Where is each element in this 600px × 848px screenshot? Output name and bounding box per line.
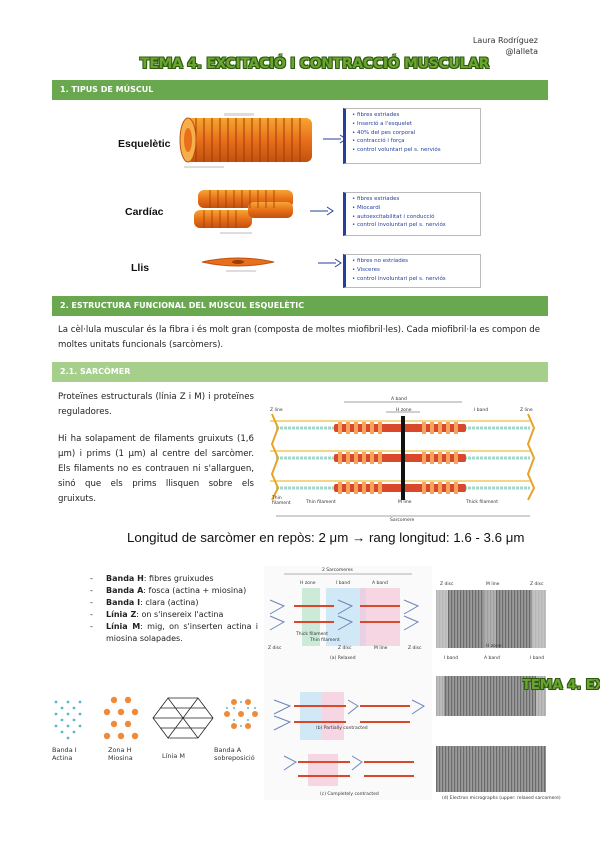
em-caption: (d) Electron micrographs (upper: relaxed… <box>442 796 561 801</box>
author-name: Laura Rodríguez <box>472 36 538 45</box>
sarcomere-length-banner: Longitud de sarcòmer en repòs: 2 μm → ra… <box>127 530 525 545</box>
list-item: Banda A: fosca (actina + miosina) <box>88 585 258 597</box>
band-term: Línia Z <box>106 610 137 619</box>
band-term: Banda A <box>106 586 144 595</box>
feature-item: contracció i força <box>352 137 476 146</box>
label-relaxed: (a) Relaxed <box>330 656 356 661</box>
band-desc: : on s'insereix l'actina <box>136 610 224 619</box>
band-desc: : mig, on s'inserten actina i miosina so… <box>106 622 258 643</box>
label-thin-filament-1: Thin filament <box>272 496 291 506</box>
label-thick-filament-2: Thick filament <box>296 632 328 637</box>
label-thin-filament-2: Thin filament <box>306 500 336 505</box>
cross-label-line: Actina <box>52 754 73 762</box>
em-label-m-line: M line <box>486 582 500 587</box>
cross-label-line: sobreposició <box>214 754 255 762</box>
arrow-icon <box>310 206 334 216</box>
section-2-header: 2. ESTRUCTURA FUNCIONAL DEL MÚSCUL ESQUE… <box>52 296 548 316</box>
feature-item: fibres estriades <box>352 111 476 120</box>
sarcomere-contraction-diagram <box>264 566 432 800</box>
label-a-band-2: A band <box>372 581 388 586</box>
em-label-a-band: A band <box>484 656 500 661</box>
feature-item: autoexcitabilitat i conducció <box>352 213 476 222</box>
feature-item: Miocardi <box>352 204 476 213</box>
list-item: Banda H: fibres gruixudes <box>88 573 258 585</box>
feature-item: Inserció a l'esquelet <box>352 120 476 129</box>
cross-label-line: Zona H <box>108 746 132 754</box>
section-2-1-header: 2.1. SARCÒMER <box>52 362 548 382</box>
label-z-disc-2: Z disc <box>338 646 352 651</box>
label-a-band: A band <box>391 397 407 402</box>
list-item: Línia M: mig, on s'inserten actina i mio… <box>88 621 258 645</box>
smooth-features-box: fibres no estriades Visceres control inv… <box>343 254 481 288</box>
micrograph-partial <box>436 676 546 716</box>
feature-item: Visceres <box>352 266 476 275</box>
sarcomere-paragraph-2: Hi ha solapament de filaments gruixuts (… <box>58 434 254 504</box>
muscle-label-skeletal: Esquelètic <box>118 138 171 150</box>
list-item: Banda I: clara (actina) <box>88 597 258 609</box>
cross-label-i-band: Banda I Actina <box>52 746 77 762</box>
em-label-h-zone: H zone <box>486 644 502 649</box>
em-label-z-disc-2: Z disc <box>530 582 544 587</box>
author-block: Laura Rodríguez @lalleta <box>473 35 538 57</box>
band-term: Línia M <box>106 622 141 631</box>
smooth-muscle-illustration <box>201 257 275 272</box>
cross-label-line: Línia M <box>162 752 186 760</box>
em-label-z-disc-1: Z disc <box>440 582 454 587</box>
muscle-label-smooth: Llis <box>131 262 150 274</box>
feature-item: control voluntari pel s. nerviós <box>352 146 476 155</box>
cross-label-line: Miosina <box>108 754 133 762</box>
micrograph-relaxed <box>436 590 546 648</box>
sarcomere-paragraph-1: Proteïnes estructurals (línia Z i M) i p… <box>58 392 254 417</box>
document-title: TEMA 4. EXCITACIÓ I CONTRACCIÓ MUSCULAR <box>140 56 490 72</box>
label-sarcomere: Sarcomere <box>390 518 415 523</box>
band-desc: : fosca (actina + miosina) <box>143 586 247 595</box>
micrograph-complete <box>436 746 546 792</box>
list-item: Línia Z: on s'insereix l'actina <box>88 609 258 621</box>
feature-item: control involuntari pel s. nerviós <box>352 221 476 230</box>
author-handle: @lalleta <box>505 47 538 56</box>
cross-label-line: Banda A <box>214 746 242 754</box>
cross-section-diagrams <box>54 696 258 740</box>
label-z-disc-3: Z disc <box>408 646 422 651</box>
em-label-i-band-1: I band <box>444 656 459 661</box>
label-m-line: M line <box>398 500 412 505</box>
label-partially-contracted: (b) Partially contracted <box>316 726 368 731</box>
band-term: Banda I <box>106 598 141 607</box>
cardiac-features-box: fibres estriades Miocardi autoexcitabili… <box>343 192 481 236</box>
label-thick-filament: Thick filament <box>466 500 498 505</box>
label-z-line-left: Z line <box>270 408 283 413</box>
label-m-line-2: M line <box>374 646 388 651</box>
muscle-label-cardiac: Cardíac <box>125 206 164 218</box>
label-completely-contracted: (c) Completely contracted <box>320 792 379 797</box>
sarcomere-diagram <box>270 401 536 517</box>
label-thin-filament-3: Thin filament <box>310 638 340 643</box>
bands-list: Banda H: fibres gruixudes Banda A: fosca… <box>88 573 258 645</box>
cross-label-a-band: Banda A sobreposició <box>214 746 255 762</box>
label-h-zone: H zone <box>396 408 412 413</box>
cross-label-line: Banda I <box>52 746 77 754</box>
feature-item: 40% del pes corporal <box>352 129 476 138</box>
cardiac-muscle-illustration <box>194 190 293 234</box>
band-desc: : clara (actina) <box>140 598 199 607</box>
skeletal-muscle-illustration <box>179 113 312 168</box>
arrow-icon <box>318 258 342 268</box>
feature-item: fibres no estriades <box>352 257 476 266</box>
label-i-band: I band <box>474 408 489 413</box>
cross-label-m-line: Línia M <box>162 752 185 760</box>
feature-item: control involuntari pel s. nerviós <box>352 275 476 284</box>
label-2-sarcomeres: 2 Sarcomeres <box>322 568 353 573</box>
band-desc: : fibres gruixudes <box>143 574 214 583</box>
label-h-zone-2: H zone <box>300 581 316 586</box>
label-z-disc-1: Z disc <box>268 646 282 651</box>
band-term: Banda H <box>106 574 144 583</box>
cross-label-h-zone: Zona H Miosina <box>108 746 133 762</box>
skeletal-features-box: fibres estriades Inserció a l'esquelet 4… <box>343 108 481 164</box>
label-i-band-2: I band <box>336 581 351 586</box>
section-1-header: 1. TIPUS DE MÚSCUL <box>52 80 548 100</box>
label-z-line-right: Z line <box>520 408 533 413</box>
feature-item: fibres estriades <box>352 195 476 204</box>
em-label-i-band-2: I band <box>530 656 545 661</box>
section-2-intro: La cèl·lula muscular és la fibra i és mo… <box>58 325 540 350</box>
overflow-title-fragment: TEMA 4. EXCITACIÓ <box>522 678 600 693</box>
